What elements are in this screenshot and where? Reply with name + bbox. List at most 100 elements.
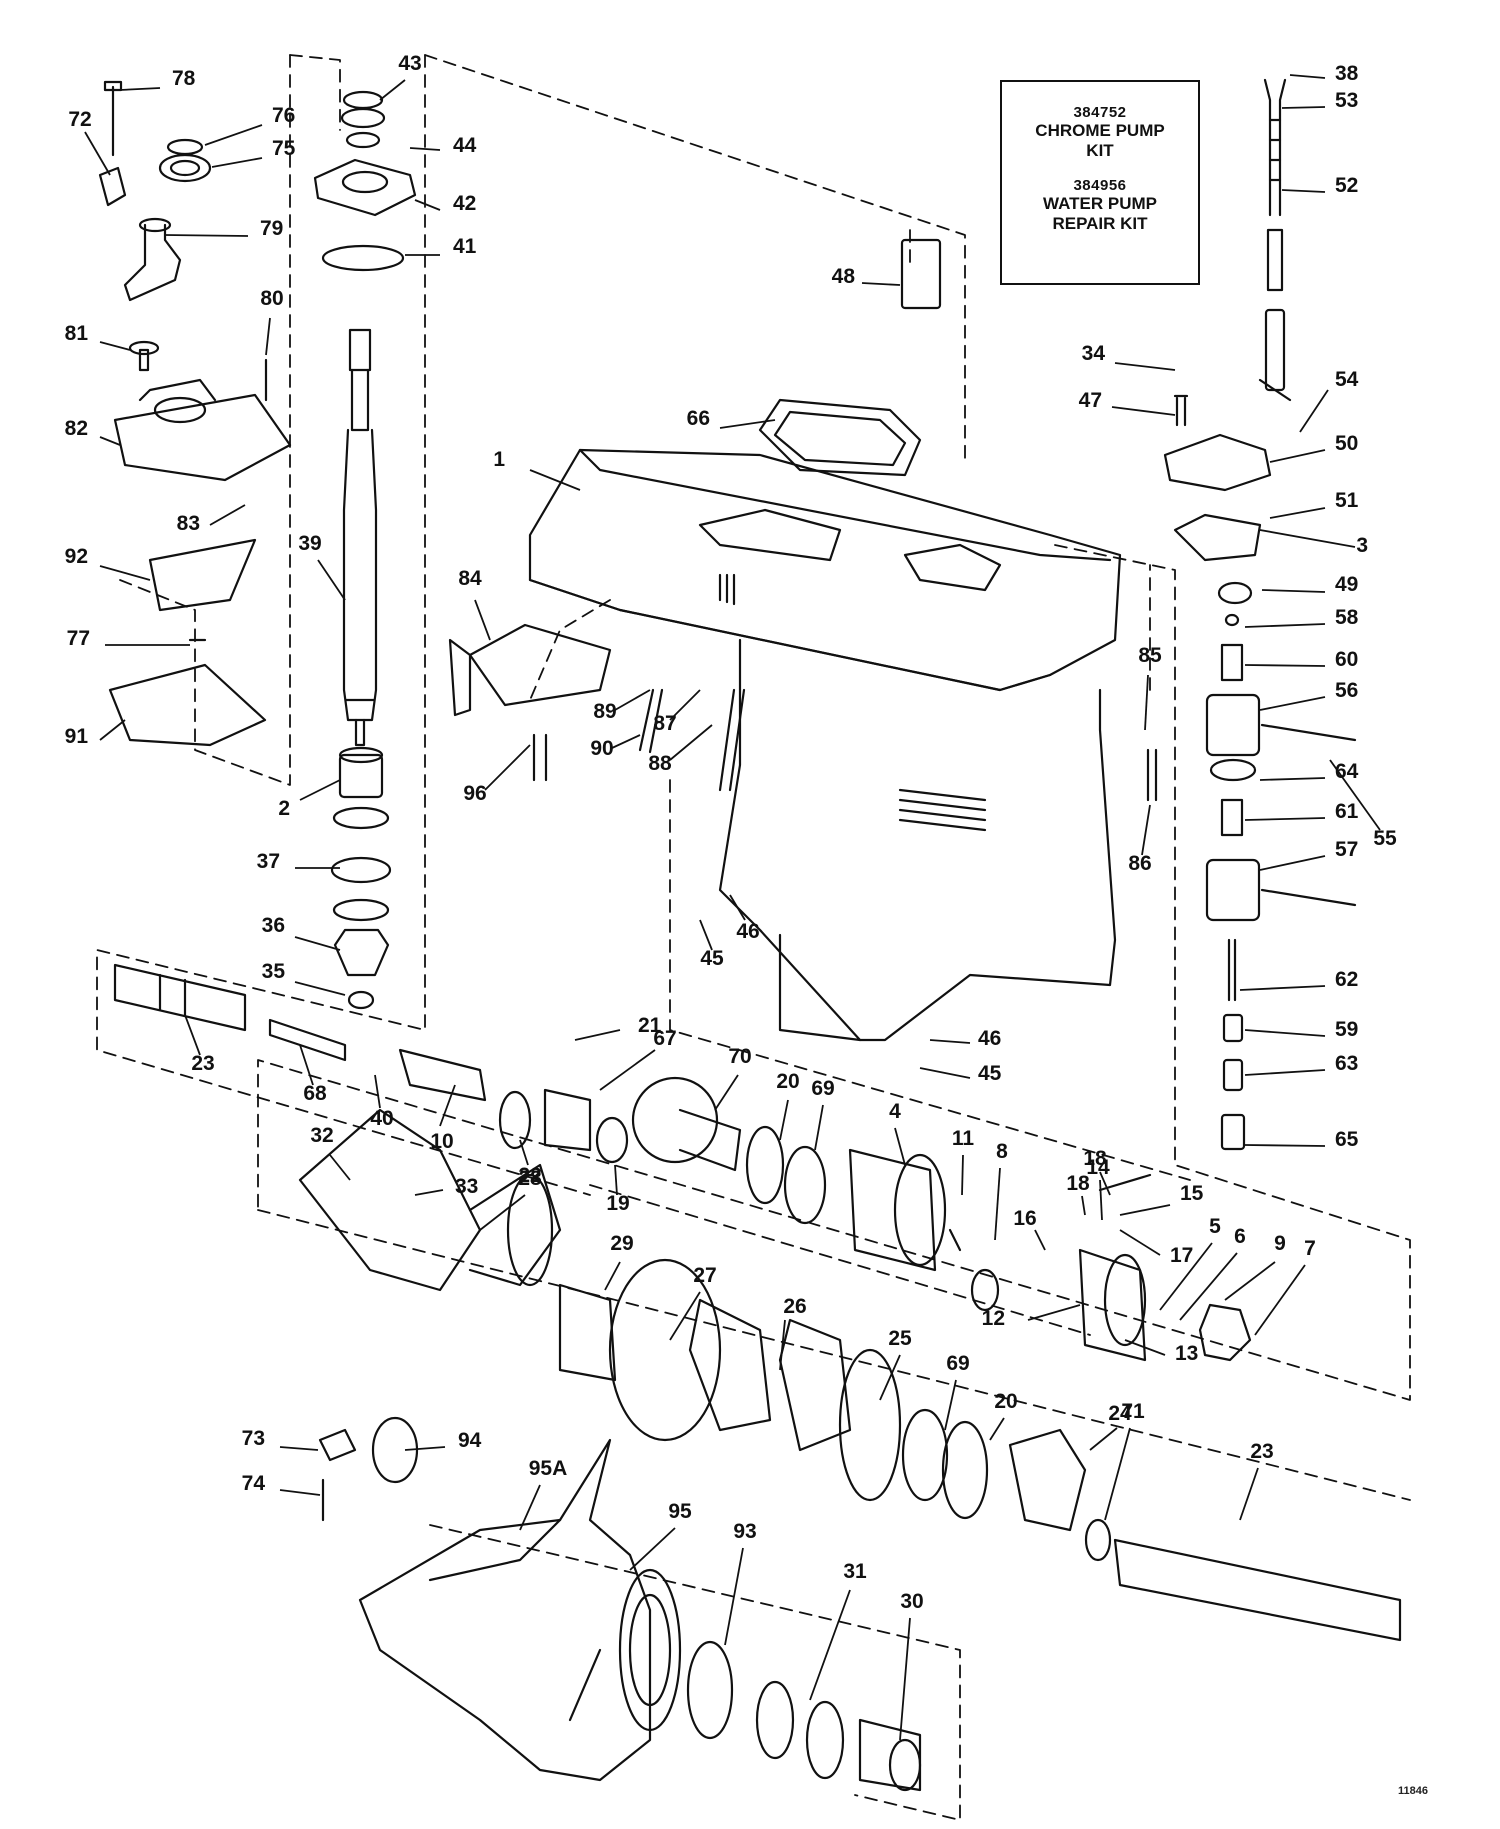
callout-label: 8 xyxy=(996,1140,1008,1163)
kit-name-line: WATER PUMP xyxy=(1043,194,1157,213)
leader-line xyxy=(164,234,249,237)
callout-label: 12 xyxy=(982,1307,1005,1330)
callout-label: 74 xyxy=(242,1472,266,1495)
fasteners xyxy=(532,394,1189,802)
callout-label: 58 xyxy=(1335,606,1359,629)
leader-line xyxy=(1104,1427,1131,1521)
leader-line xyxy=(1254,1264,1306,1336)
callout-label: 23 xyxy=(1250,1440,1273,1463)
leader-line xyxy=(1259,529,1356,548)
leader-line xyxy=(519,1484,541,1531)
callout-label: 3 xyxy=(1356,534,1368,557)
propeller xyxy=(318,1416,922,1792)
callout-label: 71 xyxy=(1121,1400,1145,1423)
callout-label: 86 xyxy=(1128,852,1151,875)
leader-line xyxy=(961,1154,964,1196)
callout-label: 35 xyxy=(262,960,286,983)
callout-label: 46 xyxy=(736,920,759,943)
leader-line xyxy=(1179,1252,1238,1321)
leader-line xyxy=(899,1617,911,1741)
leader-line xyxy=(299,1044,314,1086)
leader-line xyxy=(1329,759,1381,831)
leader-line xyxy=(1119,1204,1171,1216)
callout-label: 20 xyxy=(994,1390,1017,1413)
leader-line xyxy=(519,1139,529,1166)
leader-line xyxy=(1239,985,1326,991)
leader-line xyxy=(1119,1229,1161,1256)
pump-housing-parts xyxy=(98,80,417,747)
leader-line xyxy=(894,1127,906,1166)
callout-label: 81 xyxy=(65,322,89,345)
kit-name-line: KIT xyxy=(1086,141,1114,160)
shaft-bearing-stack xyxy=(330,746,392,1010)
leader-line xyxy=(604,1261,621,1291)
leader-line xyxy=(1244,817,1326,821)
leader-line xyxy=(294,981,346,996)
leader-line xyxy=(404,1446,446,1451)
callout-label: 53 xyxy=(1335,89,1358,112)
callout-label: 77 xyxy=(67,627,90,650)
leader-line xyxy=(529,469,581,491)
callout-label: 80 xyxy=(260,287,283,310)
callout-label: 61 xyxy=(1335,800,1359,823)
callout-label: 54 xyxy=(1335,368,1359,391)
leader-line xyxy=(479,1194,526,1231)
callout-label: 17 xyxy=(1170,1244,1193,1267)
leader-line xyxy=(439,1084,456,1127)
callout-label: 69 xyxy=(946,1352,969,1375)
chrome-pump-kit: 384752 CHROME PUMP KIT xyxy=(1002,104,1198,161)
leader-line xyxy=(989,1417,1005,1441)
callout-label: 41 xyxy=(453,235,477,258)
callout-label: 67 xyxy=(653,1027,676,1050)
callout-label: 59 xyxy=(1335,1018,1358,1041)
leader-line xyxy=(1261,589,1326,593)
callout-label: 96 xyxy=(463,782,486,805)
leader-line xyxy=(919,1067,971,1079)
leader-line xyxy=(1099,1179,1103,1221)
callout-label: 94 xyxy=(458,1429,482,1452)
callout-label: 42 xyxy=(453,192,476,215)
callout-label: 95 xyxy=(668,1500,692,1523)
leader-line xyxy=(814,1104,824,1151)
leader-line xyxy=(719,419,776,429)
callout-label: 32 xyxy=(310,1124,333,1147)
leader-line xyxy=(99,565,151,581)
callout-label: 13 xyxy=(1175,1342,1198,1365)
leader-line xyxy=(714,1074,739,1111)
leader-line xyxy=(611,734,641,749)
callout-label: 29 xyxy=(610,1232,633,1255)
leader-line xyxy=(574,1029,621,1041)
leader-line xyxy=(724,1547,744,1646)
callout-label: 64 xyxy=(1335,760,1359,783)
callout-label: 19 xyxy=(606,1192,629,1215)
callout-label: 4 xyxy=(889,1100,901,1123)
leader-line xyxy=(265,317,271,356)
leader-line xyxy=(879,1354,901,1401)
leader-line xyxy=(1114,362,1176,371)
leader-line xyxy=(379,79,406,101)
leader-line xyxy=(1027,1304,1081,1321)
callout-label: 65 xyxy=(1335,1128,1359,1151)
leader-line xyxy=(1299,389,1329,433)
callout-label: 60 xyxy=(1335,648,1358,671)
leader-line xyxy=(374,1074,381,1109)
callout-label: 38 xyxy=(1335,62,1359,85)
callout-label: 85 xyxy=(1138,644,1162,667)
callout-label: 52 xyxy=(1335,174,1358,197)
callout-label: 50 xyxy=(1335,432,1358,455)
leader-line xyxy=(279,1489,321,1496)
callout-label: 70 xyxy=(728,1045,751,1068)
leader-line xyxy=(1034,1229,1046,1251)
leader-line xyxy=(329,1154,351,1181)
leader-line xyxy=(629,1527,676,1571)
callout-label: 14 xyxy=(1086,1156,1110,1179)
leader-line xyxy=(1224,1261,1276,1301)
leader-line xyxy=(809,1589,851,1701)
callout-label: 68 xyxy=(303,1082,327,1105)
intake-gasket-parts xyxy=(448,238,942,717)
leader-line xyxy=(1269,507,1326,519)
leader-line xyxy=(699,919,713,951)
callout-label: 30 xyxy=(900,1590,923,1613)
callout-label: 22 xyxy=(518,1164,541,1187)
callout-label: 90 xyxy=(590,737,613,760)
